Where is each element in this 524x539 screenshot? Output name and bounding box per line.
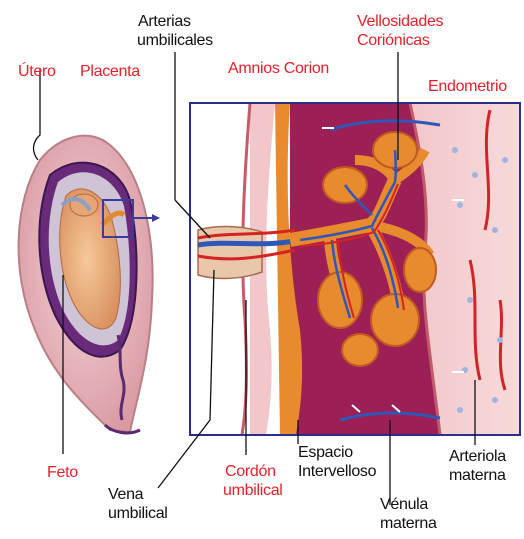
label-utero: Útero	[18, 63, 56, 81]
label-cordon-umbilical-1: Cordón	[225, 463, 276, 481]
label-espacio-intervelloso-1: Espacio	[298, 444, 353, 462]
label-placenta: Placenta	[80, 63, 140, 81]
label-endometrio: Endometrio	[428, 78, 507, 96]
label-venula-materna-1: Vénula	[380, 496, 428, 514]
label-vena-umbilical-1: Vena	[108, 486, 143, 504]
uterus-illustration	[19, 68, 153, 433]
label-vena-umbilical-2: umbilical	[108, 505, 168, 523]
placenta-zoom-section	[190, 103, 520, 435]
label-espacio-intervelloso-2: Intervelloso	[298, 463, 376, 481]
label-cordon-umbilical-2: umbilical	[223, 482, 283, 500]
label-venula-materna-2: materna	[380, 515, 437, 533]
label-arterias-umbilicales-2: umbilicales	[137, 32, 213, 50]
label-arteriola-materna-2: materna	[449, 467, 506, 485]
label-amnios-corion: Amnios Corion	[228, 60, 329, 78]
label-feto: Feto	[47, 464, 78, 482]
label-arteriola-materna-1: Arteriola	[449, 448, 506, 466]
label-arterias-umbilicales-1: Arterias	[138, 13, 191, 31]
label-vellosidades-2: Coriónicas	[357, 32, 430, 50]
label-vellosidades-1: Vellosidades	[357, 13, 443, 31]
